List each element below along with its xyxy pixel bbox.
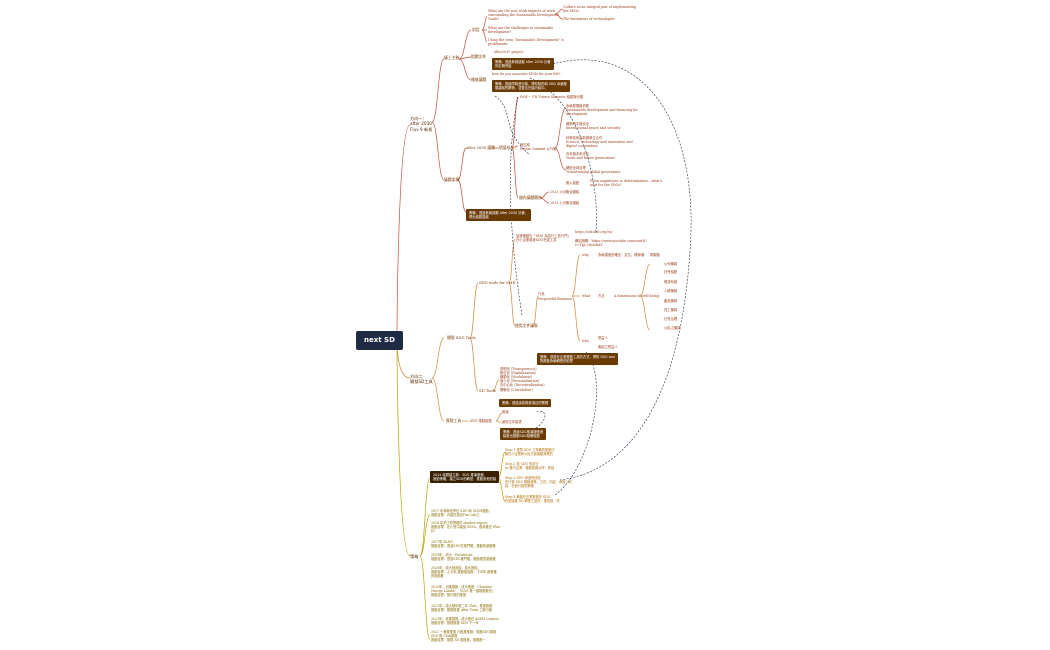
leaf-dim-6: 員工機構 — [664, 308, 678, 312]
leaf-sd-tools-list: 透明化 (Transparency) 數位化 (Digitalization) … — [500, 367, 545, 392]
strategy-box-4: 策略：透過在企業推動工具的方式，得知 SDG tool 對推動永續轉型的影響 — [537, 353, 618, 366]
history-5: 2020年，成大推進議：成大推議， 推動目標：上半年,推動推議推：下半年,推推推… — [431, 566, 497, 578]
leaf-dim-2: 社會議題 — [664, 270, 678, 274]
leaf-purposeful-sub: Purposeful Business — [538, 297, 572, 301]
leaf-dim-4: 人權機構 — [664, 289, 678, 293]
history-6: 2020年，出推推推：成大推推：Christine George Lambe：「… — [431, 585, 495, 597]
node-develop-sdg-tools[interactable]: 開發 SDG Tools — [447, 335, 476, 340]
node-sdg-tools-sme[interactable]: SDG tools for SME — [479, 280, 516, 285]
branch-direction-two[interactable]: 方向二 開發SD工具 — [410, 374, 433, 385]
step-1: Step 1 選擇 SDG 之準備的推動行 動在小企業和公民方面推動政策的 — [505, 448, 555, 456]
strategy-box-6: 策略：透過SDG推演遊戲進 議推出推動SDG相關議題 — [500, 428, 547, 441]
history-9: 2022 一推推推推 行推推推推：推推SDG推推 SDG 推 Club推推 推動… — [431, 630, 497, 642]
history-7: 2021年，成大推年推二年 Club，推推推推 推動目標：推推推推 After … — [431, 604, 493, 612]
leaf-cat-4: 青年與未來世代 Youth and future generations — [566, 152, 615, 161]
leaf-dim-5: 產品機構 — [664, 299, 678, 303]
leaf-cat-1: 永續發展與資助 Sustainable development and fina… — [566, 104, 638, 117]
leaf-purposeful: 行為 — [538, 292, 545, 296]
node-topic-framework[interactable]: 議題架構 — [444, 177, 460, 182]
leaf-q1-t1a: Culture as an integral part of implement… — [563, 5, 637, 14]
leaf-simulation: 推演 — [502, 410, 509, 414]
leaf-cat-3: 科學技術創新與數位合作 Science, technology and inno… — [566, 136, 633, 149]
leaf-dim-8: 公民之機構 — [664, 326, 681, 330]
leaf-q1-t3: Using the term "Sustainable Development"… — [488, 38, 564, 47]
node-main-topic[interactable]: 議上主軸 — [444, 55, 460, 60]
leaf-un-july: 2023 七月聯合國議 — [550, 201, 580, 205]
node-related-docs[interactable]: 相關文件 — [471, 54, 487, 59]
leaf-dim-1: 公司機構 — [664, 262, 678, 266]
leaf-open-q: how do you associate SDGs for your life? — [492, 72, 561, 76]
history-3: 2017年 BLDF， 推動目標：透過SDG在推門檻，推動的遊戲推 — [431, 540, 496, 548]
leaf-q1-t2: What are the challenges to sustainable d… — [488, 26, 554, 35]
node-value-core[interactable]: 價值核心 — [499, 145, 515, 150]
leaf-sow: SoW ─ UN Future Summits 議題與分類 — [520, 95, 584, 99]
leaf-dim-7: 社會治理 — [664, 317, 678, 321]
strategy-box-5: 策略：透過這樣推進項目的實踐 — [499, 399, 552, 408]
node-sd-tools[interactable]: SD Tools — [479, 388, 496, 393]
leaf-future-summit: 數位議 Future Summit 以行動 — [520, 143, 557, 152]
history-8: 2021年，進推推推：成大推在 ASEM Lemnos 推動目標：推推推推 SD… — [431, 617, 499, 625]
strategy-box-1: 策略：透過參與追蹤 after 2030 計畫 的定期會議 — [492, 58, 554, 71]
step-2: Step 2 進 SDG 的試行 as 推行企業：推動議與公所：的議 — [505, 462, 555, 470]
node-open-topics[interactable]: 開放議題 — [471, 77, 487, 82]
node-actual-practice[interactable]: 使用文件議表 — [515, 323, 538, 328]
leaf-why-result: 再驅動 — [650, 253, 660, 257]
strategy-box-2: 策略：透過同時進行議，得知除的和 SDG 永續發 展建議的關係，並整合在議內議中… — [492, 80, 570, 93]
history-4: 2019年，成大：FutureLab， 推動目標：透過SDG推門檻，推動推的遊戲… — [431, 553, 496, 561]
node-dialogue[interactable]: 對話 — [472, 27, 480, 32]
branch-direction-one[interactable]: 方向一： after 2030 Flux 9 新框 — [410, 116, 433, 132]
leaf-q1-t1b: The limitations of technologies — [563, 17, 615, 21]
leaf-who: who — [582, 339, 589, 343]
leaf-what-result: A dimensions of well-being — [614, 294, 659, 298]
leaf-what-text: 方法 — [598, 294, 605, 298]
leaf-un-june: 2023 六月聯合國議 — [550, 190, 580, 194]
leaf-what: what — [582, 294, 591, 298]
leaf-cat-5: 轉型全球治理 Transforming global governance — [566, 166, 621, 175]
leaf-sdg-promote: SDG 推動議題 — [470, 419, 492, 423]
root-node[interactable]: next SD — [356, 331, 403, 350]
leaf-integrate: 融入議題 — [566, 181, 580, 185]
leaf-links: 加速推動在「SDG 為該行工具行門」 在小企業導進SDG完成工具 — [516, 234, 571, 243]
node-domestic-topics[interactable]: 國內議題關係 — [519, 195, 542, 200]
leaf-why: why — [582, 253, 589, 257]
strategy-box-3: 策略：透過參與追蹤 After 2030 計畫， 得出議題建議 — [466, 209, 532, 222]
branch-strategy[interactable]: 策略 — [410, 554, 419, 559]
leaf-q1-t1: What are the root work impacts of work s… — [488, 9, 559, 22]
link-url-1[interactable]: https://sdr.alnt.org.tw/ — [575, 230, 613, 234]
leaf-aspirations: From aspirations to determination – what… — [590, 179, 663, 188]
leaf-who-1: 受益人 — [598, 336, 608, 340]
leaf-who-2: 客觀之受益人 — [598, 345, 618, 349]
leaf-cat-2: 國際和平與安全 International peace and security — [566, 122, 621, 131]
leaf-doc-table: 使用文件議表 — [502, 420, 522, 424]
leaf-after2030-project[interactable]: after2030 project — [494, 50, 524, 54]
strategy-box-top: 2024 議題建立新：SDG 推演遊戲、 推動策略、建立SDG的轉型、推動其他的… — [430, 471, 500, 484]
node-real-tools[interactable]: 實際工具 — [446, 418, 462, 423]
history-1: 2017 年參與世界在 SDG 和 SDGS推動， 推動目標：內建在提出Fun … — [431, 509, 492, 517]
leaf-dim-3: 經濟系統 — [664, 280, 678, 284]
leaf-why-text: 永續價值的確定：定位，確導通 — [598, 253, 645, 257]
link-url-2[interactable]: 網站相關：https://www.youtube.com/watch? v=Tg… — [575, 239, 647, 248]
step-3: Step 3 SDG 導進的成效 在行使 SDG 推動政策，之在，內容，導致，試… — [505, 476, 572, 488]
step-4: Step 4 推動在企業推動在 SDG 在其議推 SD 轉型之議在：推的議，然 — [505, 495, 560, 503]
history-2: 2018 年拍了影響推的 shadow report， 推動目標：在小會中建議 … — [431, 521, 501, 533]
node-after2030-topic[interactable]: after 2030 議題 — [466, 145, 495, 150]
